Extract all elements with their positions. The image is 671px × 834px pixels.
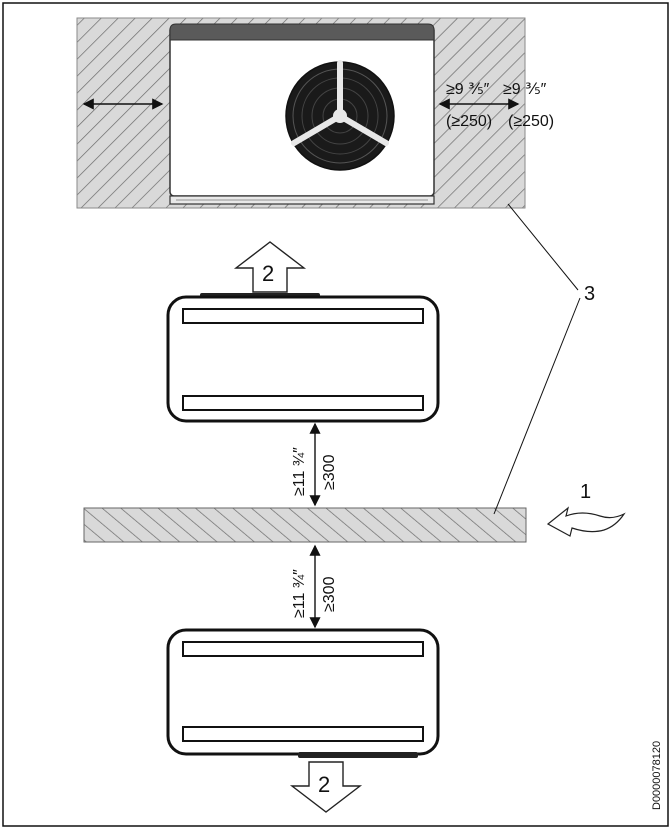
- side-clearance-label: ≥9 ⅗″: [446, 81, 490, 98]
- gap-label-lower-imperial: ≥11 ¾″: [291, 569, 308, 618]
- wall-hatch-middle: [83, 507, 527, 543]
- unit-top-cap: [169, 23, 435, 41]
- airflow-label-down: 2: [318, 772, 330, 797]
- leader-3-bottom: [493, 297, 581, 515]
- airflow-up-arrow: 2: [233, 241, 307, 293]
- leader-3-top: [507, 203, 579, 291]
- front-view: ≥9 ⅗″ ≥9 ⅗″ (≥250) (≥250): [76, 17, 554, 209]
- unit-2-fan-edge: [298, 752, 418, 758]
- gap-label-upper-imperial: ≥11 ¾″: [291, 447, 308, 496]
- callout-3: 3: [584, 283, 595, 305]
- document-id: D0000078120: [651, 741, 663, 810]
- airflow-down-arrow: 2: [289, 761, 363, 813]
- fan-icon: [285, 60, 395, 171]
- side-clearance-mm-label: (≥250): [446, 113, 492, 130]
- unit-top-view-2: [166, 628, 440, 758]
- gap-label-lower-mm: ≥300: [321, 576, 338, 612]
- gap-label-upper-mm: ≥300: [321, 454, 338, 490]
- callout-1: 1: [580, 481, 591, 503]
- unit-top-view-1: [166, 293, 440, 423]
- side-clearance-label-2: ≥9 ⅗″: [503, 81, 547, 98]
- wavy-arrow-icon: [546, 506, 626, 537]
- airflow-label-up: 2: [262, 261, 274, 286]
- outlined-arrow-icon: [233, 241, 307, 293]
- side-clearance-mm-label-2: (≥250): [508, 113, 554, 130]
- outlined-arrow-icon: [289, 761, 363, 813]
